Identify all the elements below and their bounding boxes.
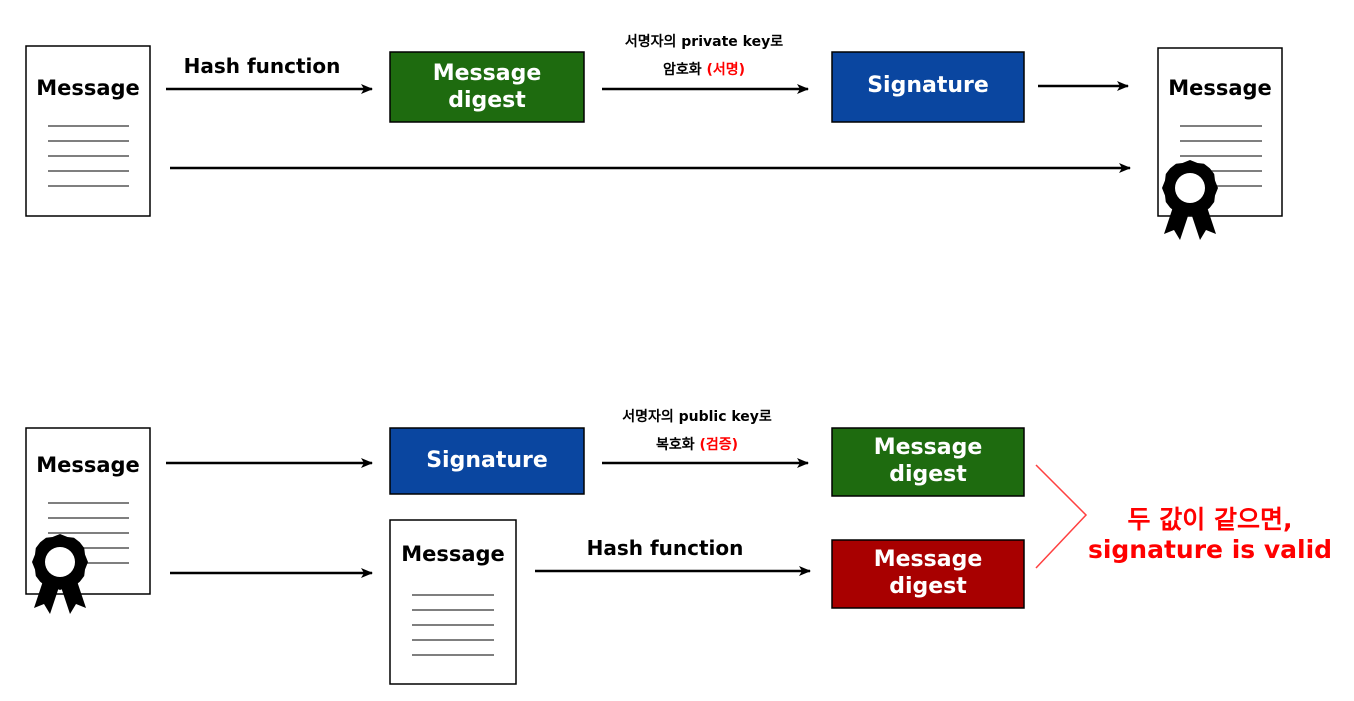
decrypted-digest-line-2: digest [889, 462, 967, 487]
computed-digest-box: Message digest [831, 539, 1025, 609]
text-lines-icon [412, 594, 494, 656]
digest-line-2: digest [448, 88, 526, 113]
text-lines-icon [48, 125, 129, 187]
award-seal-icon [32, 534, 88, 614]
message-digest-box: Message digest [389, 51, 585, 123]
right-brace-icon [1035, 464, 1088, 569]
decrypted-digest-box: Message digest [831, 427, 1025, 497]
encrypt-label-line-2: 암호화 (서명) [663, 61, 745, 78]
award-seal-icon [1162, 160, 1218, 240]
digest-line-1: Message [433, 61, 542, 86]
encrypt-label-paren: (서명) [706, 61, 745, 78]
signed-message-document: Message [1157, 47, 1283, 240]
received-doc-title: Message [36, 453, 140, 477]
signed-doc-title: Message [1168, 76, 1272, 100]
message-document: Message [25, 45, 151, 217]
decrypted-digest-line-1: Message [874, 435, 983, 460]
decrypt-label-line-1: 서명자의 public key로 [622, 408, 772, 425]
hash-function-label: Hash function [184, 54, 341, 78]
computed-digest-line-2: digest [889, 574, 967, 599]
verify-hash-function-label: Hash function [587, 536, 744, 560]
plain-message-document: Message [389, 519, 517, 685]
result-line-2: signature is valid [1088, 535, 1332, 564]
message-doc-title: Message [36, 76, 140, 100]
verify-signature-label: Signature [426, 448, 548, 473]
decrypt-label-paren: (검증) [699, 436, 738, 453]
result-line-1: 두 값이 같으면, [1128, 505, 1293, 534]
verify-signature-box: Signature [389, 427, 585, 495]
encrypt-label-line-1: 서명자의 private key로 [625, 33, 783, 50]
computed-digest-line-1: Message [874, 547, 983, 572]
decrypt-label-line-2: 복호화 (검증) [656, 436, 738, 453]
signature-label: Signature [867, 73, 989, 98]
signature-box: Signature [831, 51, 1025, 123]
plain-doc-title: Message [401, 542, 505, 566]
received-signed-document: Message [25, 427, 151, 614]
